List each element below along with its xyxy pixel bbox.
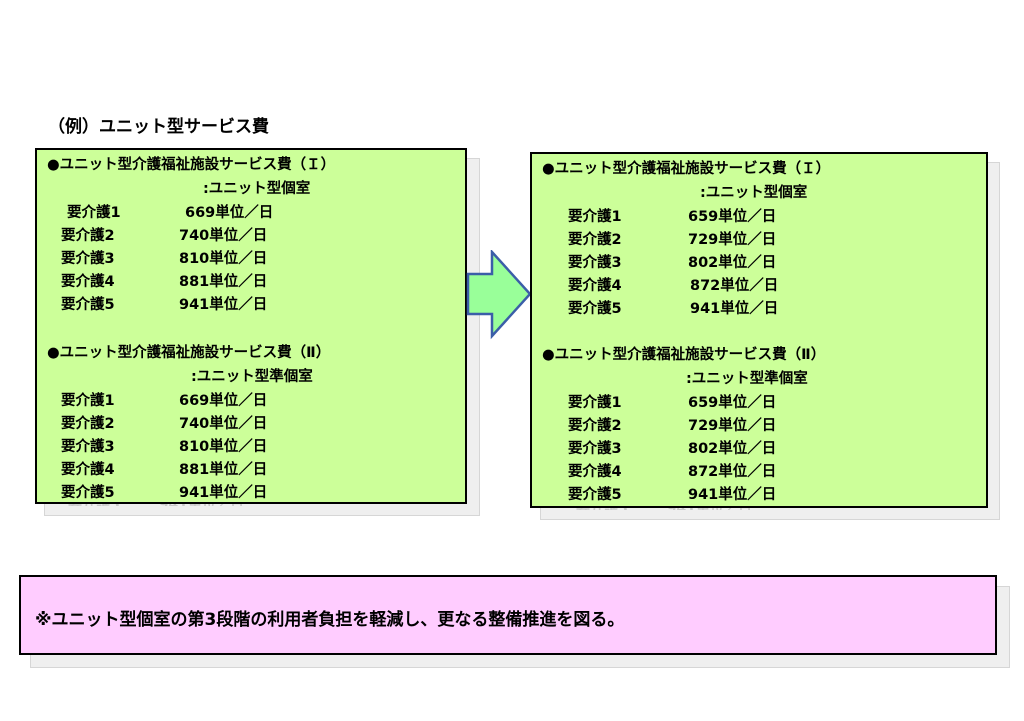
note-text: ※ユニット型個室の第3段階の利用者負担を軽減し、更なる整備推進を図る。 [35, 610, 625, 630]
left-section1-subtitle: :ユニット型個室 [203, 181, 311, 197]
right-section2-title: ●ユニット型介護福祉施設サービス費（Ⅱ） [542, 347, 826, 363]
right-section1-title: ●ユニット型介護福祉施設サービス費（Ｉ） [542, 161, 831, 177]
left-section2-title: ●ユニット型介護福祉施設サービス費（Ⅱ） [47, 345, 331, 361]
page-heading: （例）ユニット型サービス費 [48, 117, 269, 137]
right-arrow-icon [466, 250, 532, 340]
right-section1-subtitle: :ユニット型個室 [700, 185, 808, 201]
right-section2-subtitle: :ユニット型準個室 [686, 371, 808, 387]
left-section1-title: ●ユニット型介護福祉施設サービス費（Ｉ） [47, 157, 336, 173]
left-section2-subtitle: :ユニット型準個室 [191, 369, 313, 385]
note-box: ※ユニット型個室の第3段階の利用者負担を軽減し、更なる整備推進を図る。 [19, 575, 997, 655]
